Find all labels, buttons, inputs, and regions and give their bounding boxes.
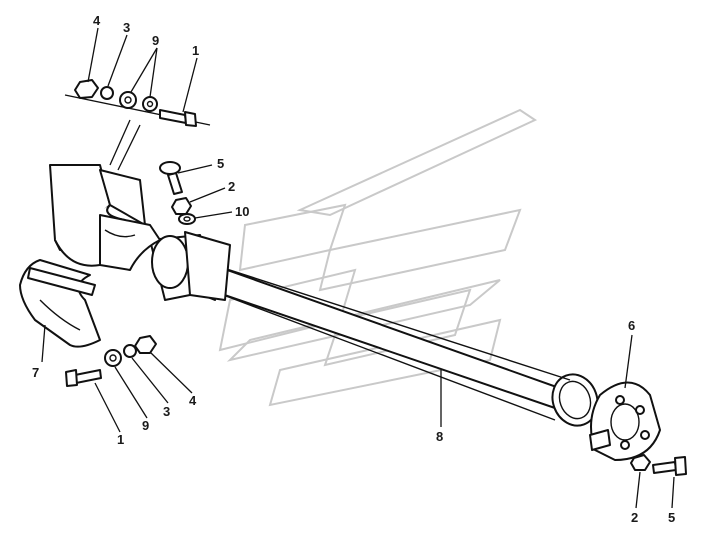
callout-label: 1: [192, 43, 199, 58]
nut-icon: [74, 79, 99, 99]
callout-label: 8: [436, 429, 443, 444]
bolt-icon: [167, 172, 183, 195]
callout-label: 6: [628, 318, 635, 333]
nut-icon: [630, 454, 651, 471]
callout-label: 9: [152, 33, 159, 48]
bolt-icon: [74, 369, 102, 384]
callout-label: 2: [228, 179, 235, 194]
callout-label: 4: [93, 13, 101, 28]
washer-icon: [142, 96, 158, 112]
callout-label: 1: [117, 432, 124, 447]
upper-bracket: [49, 164, 161, 271]
lock-washer-icon: [100, 86, 114, 100]
nut-icon: [171, 197, 192, 215]
top-hardware: [64, 79, 211, 171]
lower-hardware: [65, 335, 157, 387]
callout-label: 10: [235, 204, 249, 219]
lock-washer-icon: [123, 344, 137, 358]
nut-icon: [134, 335, 157, 354]
flange-part-6: [589, 381, 687, 476]
callout-label: 3: [123, 20, 130, 35]
callout-label: 2: [631, 510, 638, 525]
washer-icon: [178, 213, 196, 225]
callout-label: 7: [32, 365, 39, 380]
callout-label: 3: [163, 404, 170, 419]
callout-label: 5: [217, 156, 224, 171]
lower-clamp-part-7: [19, 259, 101, 348]
watermark-logo: [218, 108, 538, 407]
sleeve-collar: [149, 231, 231, 301]
mid-hardware: [159, 161, 196, 225]
callout-label: 5: [668, 510, 675, 525]
leader-lines: [41, 27, 675, 509]
callout-label: 9: [142, 418, 149, 433]
callout-labels: 4 3 9 1 5 2 10 7 1 9 3 4 8 6 2 5: [32, 13, 675, 525]
bolt-icon: [652, 461, 677, 474]
washer-icon: [104, 349, 122, 367]
bolt-icon: [159, 109, 187, 124]
washer-icon: [119, 91, 137, 109]
callout-label: 4: [189, 393, 197, 408]
